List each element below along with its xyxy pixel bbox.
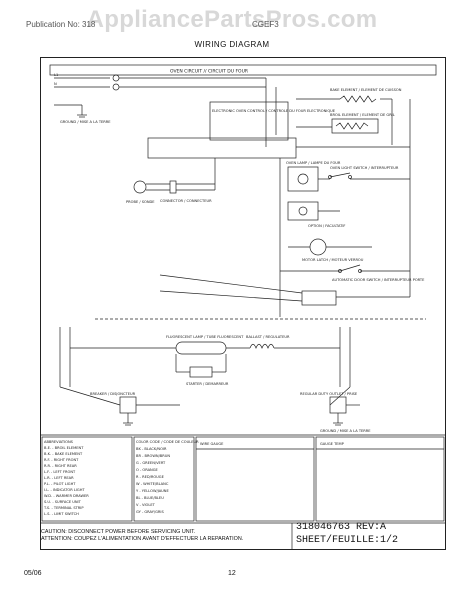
legend-title: ABBREVIATIONS [44, 440, 74, 444]
color-line: BL - BLUE/BLEU [136, 496, 164, 500]
legend-line: T.S. - TERMINAL STRIP [43, 506, 84, 510]
oven-circuit-title: OVEN CIRCUIT // CIRCUIT DU FOUR [170, 69, 248, 75]
legend-line: P.L. - PILOT LIGHT [44, 482, 76, 486]
legend-line: W.D. - WARMER DRAWER [44, 494, 89, 498]
motor-latch-label: MOTOR LATCH / MOTEUR VERROU [302, 258, 364, 262]
legend-list: B.E. - BROIL ELEMENT B.K. - BAKE ELEMENT… [43, 446, 89, 516]
light-switch-label: OVEN LIGHT SWITCH / INTERRUPTEUR [330, 166, 399, 170]
legend-line: I.L. - INDICATOR LIGHT [44, 488, 85, 492]
color-line: W - WHITE/BLANC [136, 482, 169, 486]
ground-label-oven: GROUND / MISE A LA TERRE [60, 120, 111, 124]
color-line: O - ORANGE [136, 468, 159, 472]
legend-line: L.R. - LEFT REAR [44, 476, 74, 480]
header-publication: Publication No: 318 [26, 20, 96, 29]
part-number: 318046763 REV:A [296, 522, 387, 533]
color-line: BK - BLACK/NOIR [136, 447, 167, 451]
ground-label-lower: GROUND / MISE A LA TERRE [320, 429, 371, 433]
caution-line-en: CAUTION: DISCONNECT POWER BEFORE SERVICI… [41, 529, 196, 535]
fluorescent-label: FLUORESCENT LAMP / TUBE FLUORESCENT [166, 335, 244, 339]
footer-page-number: 12 [228, 570, 236, 577]
caution-line-fr: ATTENTION: COUPEZ L'ALIMENTATION AVANT D… [41, 536, 244, 542]
color-line: Y - YELLOW/JAUNE [136, 489, 169, 493]
color-line: V - VIOLET [136, 503, 156, 507]
n-label: N [54, 82, 57, 86]
color-line: G - GREEN/VERT [136, 461, 166, 465]
breaker-label: BREAKER / DISJONCTEUR [90, 392, 136, 396]
diagram-frame [40, 57, 446, 550]
ballast-label: BALLAST / REGULATEUR [246, 335, 290, 339]
broil-element-label: BROIL ELEMENT / ELEMENT DE GRIL [330, 113, 395, 117]
wiring-diagram: OVEN CIRCUIT // CIRCUIT DU FOUR L1 N GRO… [40, 64, 446, 550]
watermark: AppliancePartsPros.com [86, 6, 378, 33]
probe-label: PROBE / SONDE [126, 200, 155, 204]
legend-line: L.F. - LEFT FRONT [44, 470, 76, 474]
footer-date: 05/06 [24, 570, 42, 577]
control-terminal-box [147, 137, 297, 159]
legend-line: B.E. - BROIL ELEMENT [44, 446, 84, 450]
control-box [209, 101, 289, 141]
color-line: GY - GRAY/GRIS [136, 510, 164, 514]
wire-table-title: WIRE GAUGE [200, 442, 224, 446]
color-code-title: COLOR CODE / CODE DE COULEUR [136, 440, 199, 444]
page-title: WIRING DIAGRAM [194, 40, 270, 49]
control-label: ELECTRONIC OVEN CONTROL / CONTROLE DU FO… [212, 109, 336, 113]
legend-line: B.K. - BAKE ELEMENT [44, 452, 83, 456]
wire-table2-title: GAUGE TEMP [320, 442, 345, 446]
color-line: BR - BROWN/BRUN [136, 454, 170, 458]
bake-element-label: BAKE ELEMENT / ELEMENT DE CUISSON [330, 88, 402, 92]
door-switch-label: AUTOMATIC DOOR SWITCH / INTERRUPTEUR POR… [332, 278, 425, 282]
oven-lamp-label: OVEN LAMP / LAMPE DU FOUR [286, 161, 341, 165]
oven-title-box [49, 64, 437, 76]
legend-line: R.R. - RIGHT REAR [44, 464, 77, 468]
header-model: CGEF3 [252, 20, 279, 29]
legend-line: S.U. - SURFACE UNIT [44, 500, 82, 504]
starter-label: STARTER / DEMARREUR [186, 382, 229, 386]
l1-label: L1 [54, 73, 58, 77]
caution-note: CAUTION: DISCONNECT POWER BEFORE SERVICI… [41, 529, 291, 543]
color-code-list: BK - BLACK/NOIR BR - BROWN/BRUN G - GREE… [136, 447, 170, 514]
outlet-label: REGULAR DUTY OUTLET / PRISE [300, 392, 358, 396]
color-line: R - RED/ROUGE [136, 475, 165, 479]
sheet-number: SHEET/FEUILLE:1/2 [296, 535, 399, 546]
legend-line: L.S. - LIMIT SWITCH [44, 512, 79, 516]
legend-line: R.F. - RIGHT FRONT [44, 458, 79, 462]
option-label: OPTION / FACULTATIF [308, 224, 345, 228]
connector-label: CONNECTOR / CONNECTEUR [160, 199, 212, 203]
